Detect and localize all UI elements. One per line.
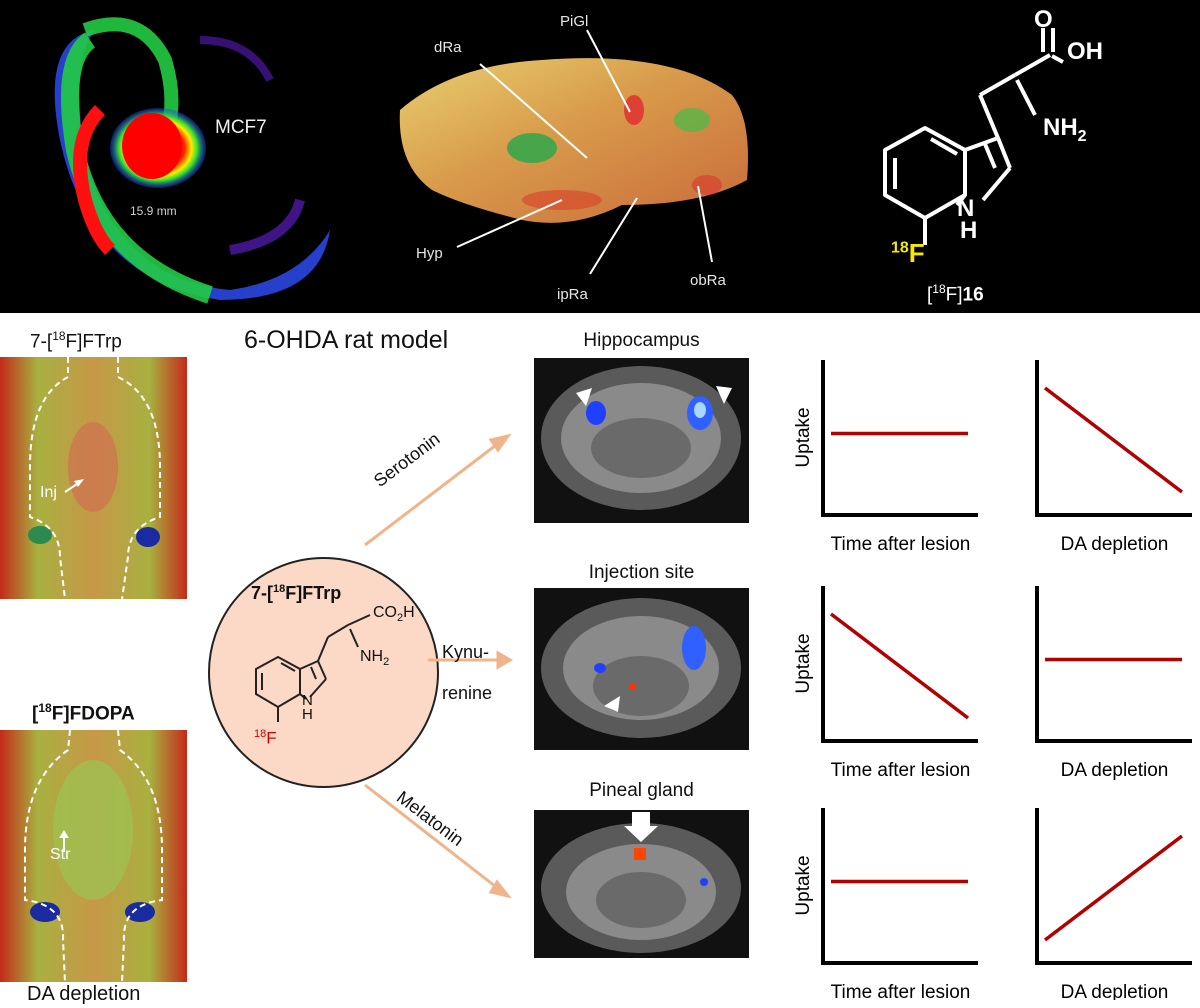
kynurenine-label-1: Kynu-: [442, 642, 490, 662]
x-axis-label: Time after lesion: [831, 534, 971, 555]
model-title: 6-OHDA rat model: [244, 326, 449, 354]
chart-axes: [1035, 360, 1192, 517]
fdopa-pet-image: [0, 730, 187, 982]
trend-chart-6: DA depletion: [1035, 808, 1192, 1000]
x-axis-label: DA depletion: [1061, 534, 1169, 555]
trp-structure-16: [883, 28, 1064, 245]
pathway-arrows: [364, 433, 513, 899]
fdopa-title: [18F]FDOPA: [32, 701, 135, 725]
hyp-label: Hyp: [416, 245, 443, 262]
struct-oh: OH: [1067, 38, 1103, 65]
chart-axes: [821, 808, 978, 965]
x-axis-label: Time after lesion: [831, 760, 971, 781]
tracer-circle: [208, 557, 439, 788]
chart-axes: [821, 360, 978, 517]
x-axis-label: Time after lesion: [831, 982, 971, 1000]
kynurenine-label-2: renine: [442, 683, 493, 703]
pigl-label: PiGl: [560, 13, 589, 30]
mcf7-label: MCF7: [215, 117, 267, 138]
trend-chart-2: DA depletion: [1035, 360, 1192, 555]
struct-o: O: [1034, 6, 1053, 33]
ipra-label: ipRa: [557, 286, 588, 303]
ftrp-structure: [255, 614, 371, 722]
ftrp-title: 7-[18F]FTrp: [30, 329, 122, 353]
ftrp-pet-image: [0, 357, 187, 599]
trend-chart-3: Time after lesion Uptake: [793, 586, 978, 781]
mri-injection: [534, 588, 749, 750]
obra-label: obRa: [690, 272, 726, 289]
trend-line: [829, 612, 970, 720]
trend-line: [1043, 834, 1184, 942]
left-bottom-label: DA depletion: [27, 983, 141, 1005]
mri-pineal: [534, 810, 749, 958]
pet-image-panel: MCF7 15.9 mm: [0, 0, 372, 313]
chart-axes: [1035, 808, 1192, 965]
co2h-label: CO2H: [373, 604, 415, 625]
scale-label: 15.9 mm: [130, 204, 177, 218]
struct-18f: 18F: [891, 238, 925, 268]
nh2-label: NH2: [360, 648, 390, 669]
chart-axes: [1035, 586, 1192, 743]
x-axis-label: DA depletion: [1061, 760, 1169, 781]
trend-chart-4: DA depletion: [1035, 586, 1192, 781]
hippocampus-title: Hippocampus: [583, 330, 700, 351]
mri-hippocampus: [534, 358, 749, 523]
inj-label: Inj: [40, 484, 57, 501]
compound-caption: [18F]16: [927, 282, 984, 306]
brain-3d-panel: PiGl dRa Hyp ipRa obRa: [372, 0, 805, 313]
circle-title: 7-[18F]FTrp: [251, 583, 342, 603]
x-axis-label: DA depletion: [1061, 982, 1169, 1000]
y-axis-label: Uptake: [793, 407, 814, 467]
pineal-title: Pineal gland: [589, 780, 694, 801]
injection-title: Injection site: [588, 562, 695, 583]
y-axis-label: Uptake: [793, 855, 814, 915]
pet-scan-image: [54, 17, 331, 304]
brain-3d-image: [399, 29, 748, 275]
str-label: Str: [50, 846, 71, 863]
y-axis-label: Uptake: [793, 633, 814, 693]
chart-axes: [821, 586, 978, 743]
trend-chart-5: Time after lesion Uptake: [793, 808, 978, 1000]
trend-chart-1: Time after lesion Uptake: [793, 360, 978, 555]
struct-nh2: NH2: [1043, 114, 1087, 145]
trend-line: [1043, 386, 1184, 494]
fluorine-label: 18F: [254, 728, 277, 748]
dra-label: dRa: [434, 39, 462, 56]
